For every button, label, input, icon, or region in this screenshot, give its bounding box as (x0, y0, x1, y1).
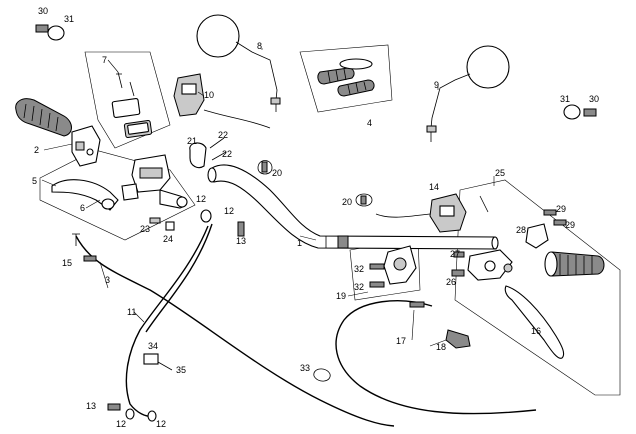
callout-13: 13 (236, 236, 246, 246)
callout-11: 11 (127, 307, 136, 317)
callout-28: 28 (516, 225, 526, 235)
group-outline-25 (454, 179, 621, 396)
callout-19: 19 (336, 291, 346, 301)
left-switch-housing (71, 125, 101, 167)
clutch-lever (51, 179, 119, 211)
callout-labels: 30 31 7 8 10 4 9 31 30 2 21 22 22 20 5 6… (32, 6, 599, 429)
right-switch-14 (375, 193, 467, 233)
switch-10 (173, 73, 271, 129)
callout-23: 23 (140, 224, 150, 234)
callout-18: 18 (436, 342, 446, 352)
callout-32: 32 (354, 264, 364, 274)
callout-22b: 22 (222, 149, 232, 159)
callout-24: 24 (163, 234, 173, 244)
callout-17: 17 (396, 336, 406, 346)
brake-hose-11 (125, 223, 213, 418)
callout-34: 34 (148, 341, 158, 351)
handlebar (207, 164, 499, 250)
throttle-housing (383, 245, 417, 285)
callout-9: 9 (434, 80, 439, 90)
callout-12-bottom-a: 12 (116, 419, 126, 429)
callout-16: 16 (531, 326, 541, 336)
callout-33: 33 (300, 363, 310, 373)
callout-10: 10 (204, 90, 214, 100)
callout-4: 4 (367, 118, 372, 128)
clamp-21 (189, 137, 227, 169)
callout-21: 21 (187, 136, 197, 146)
clip-20-right (355, 193, 373, 207)
callout-31: 31 (64, 14, 74, 24)
leader-lines (41, 48, 495, 347)
callout-12: 12 (196, 194, 206, 204)
mirror-left (196, 14, 281, 112)
callout-7: 7 (102, 55, 107, 65)
callout-6: 6 (80, 203, 85, 213)
callout-14: 14 (429, 182, 439, 192)
reservoir-cap-kit (111, 71, 153, 138)
master-cylinder (121, 154, 188, 209)
callout-1: 1 (297, 238, 302, 248)
hardware (35, 24, 597, 422)
callout-25: 25 (495, 168, 505, 178)
callout-12-bottom-b: 12 (156, 419, 166, 429)
callout-32b: 32 (354, 282, 364, 292)
callout-12b: 12 (224, 206, 234, 216)
callout-2: 2 (34, 145, 39, 155)
clutch-cable-3 (75, 235, 395, 427)
callout-5: 5 (32, 176, 37, 186)
group-outline-7 (84, 51, 171, 149)
front-brake-lever (467, 249, 565, 359)
callout-20: 20 (272, 168, 282, 178)
right-grip (544, 251, 605, 277)
callout-31-right: 31 (560, 94, 570, 104)
callout-29b: 29 (565, 220, 575, 230)
callout-30: 30 (38, 6, 48, 16)
group-outline-4 (299, 44, 393, 113)
callout-3: 3 (105, 275, 110, 285)
lever-bracket-28 (525, 223, 549, 249)
left-grip (15, 98, 72, 137)
mirror-right (426, 45, 510, 142)
callout-8: 8 (257, 41, 262, 51)
throttle-cable-17 (335, 300, 537, 415)
callout-35: 35 (176, 365, 186, 375)
clip-20-left (257, 160, 273, 175)
callout-30-right: 30 (589, 94, 599, 104)
callout-26: 26 (446, 277, 456, 287)
callout-27: 27 (450, 249, 460, 259)
callout-22: 22 (218, 130, 228, 140)
callout-13-bottom: 13 (86, 401, 96, 411)
grip-set-4 (317, 58, 375, 97)
callout-15: 15 (62, 258, 72, 268)
callout-29: 29 (556, 204, 566, 214)
callout-20-right: 20 (342, 197, 352, 207)
